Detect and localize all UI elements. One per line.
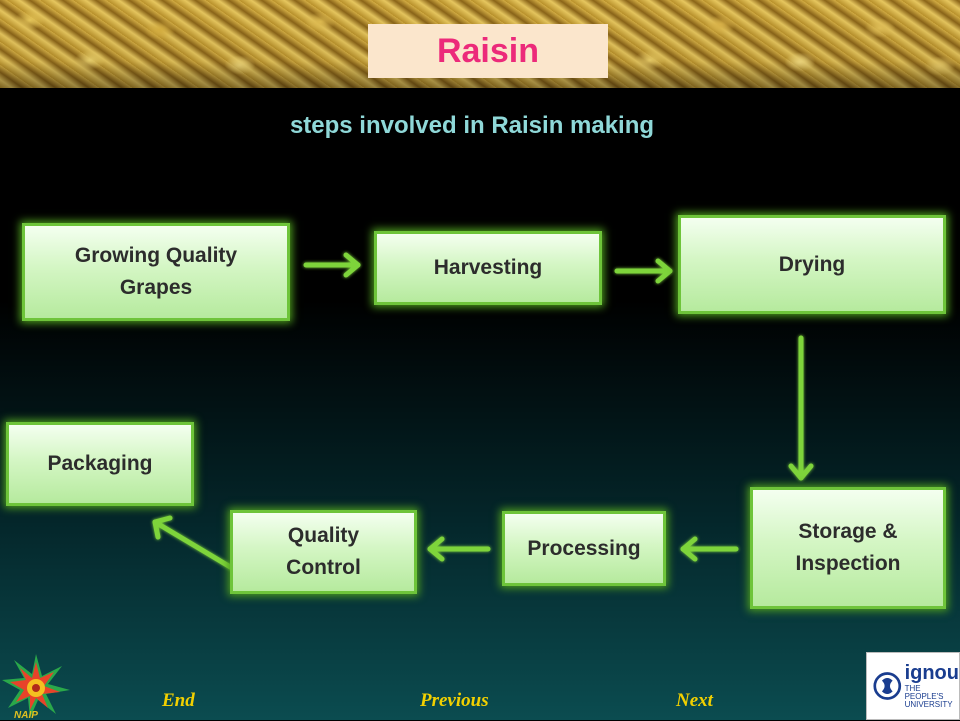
- step-quality-control: Quality Control: [230, 510, 417, 594]
- step-label: Processing: [527, 536, 641, 560]
- previous-link[interactable]: Previous: [420, 690, 489, 711]
- step-harvesting: Harvesting: [374, 231, 602, 305]
- naip-logo: [2, 654, 70, 718]
- step-label: Harvesting: [433, 256, 543, 279]
- ignou-logo: ignou THE PEOPLE'S UNIVERSITY: [866, 652, 960, 720]
- arrow-processing-to-quality: [427, 536, 491, 562]
- arrow-quality-to-packaging: [152, 515, 235, 571]
- title-box: Raisin: [368, 24, 608, 78]
- step-drying: Drying: [678, 215, 946, 314]
- naip-label: NAIP: [14, 710, 38, 721]
- step-growing-quality-grapes: Growing Quality Grapes: [22, 223, 290, 321]
- diagram-subtitle: steps involved in Raisin making: [289, 112, 655, 139]
- end-link[interactable]: End: [162, 690, 195, 711]
- ignou-name: ignou: [904, 662, 959, 684]
- step-label: Drying: [778, 252, 846, 276]
- step-label: Packaging: [47, 452, 153, 475]
- arrow-harvesting-to-drying: [614, 258, 673, 284]
- page-title: Raisin: [436, 31, 540, 70]
- step-storage-inspection: Storage & Inspection: [750, 487, 946, 609]
- step-label: Growing Quality Grapes: [74, 244, 238, 299]
- ignou-emblem-icon: [873, 672, 902, 700]
- step-processing: Processing: [502, 511, 666, 586]
- step-label: Quality Control: [286, 524, 361, 579]
- arrow-storage-to-processing: [680, 536, 739, 562]
- step-label: Storage & Inspection: [795, 520, 901, 575]
- step-packaging: Packaging: [6, 422, 194, 506]
- ignou-tagline: THE PEOPLE'S UNIVERSITY: [904, 684, 953, 709]
- next-link[interactable]: Next: [676, 690, 713, 711]
- arrow-growing-to-harvesting: [303, 252, 361, 278]
- arrow-drying-to-storage: [788, 335, 814, 481]
